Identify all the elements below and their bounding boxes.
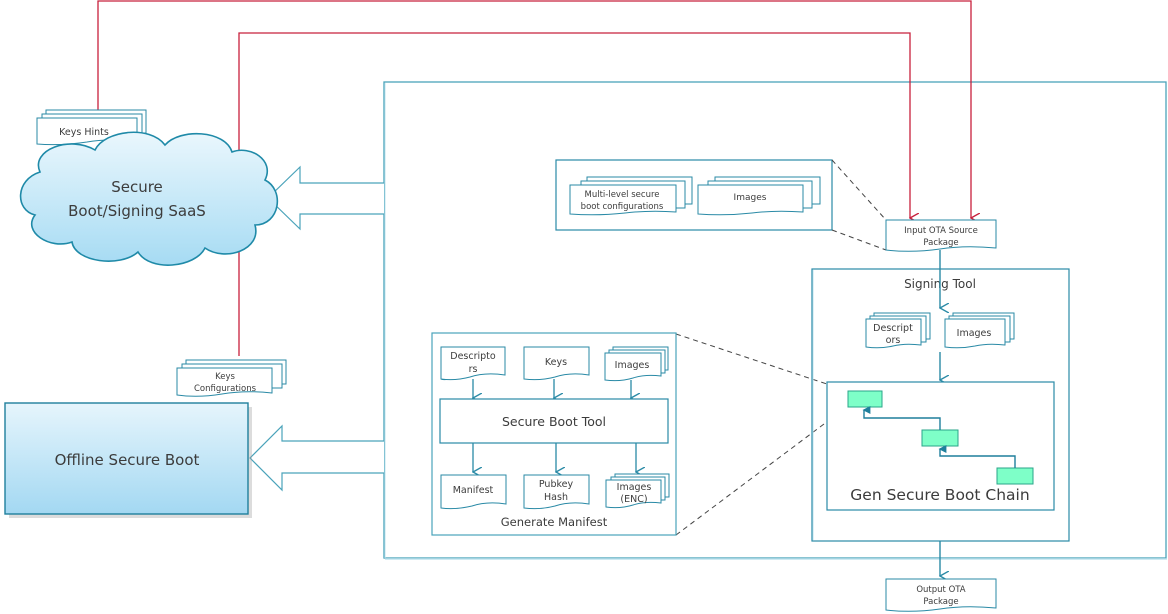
signing-images-doc: Images: [944, 312, 1015, 349]
gm-descriptors-line2: rs: [469, 364, 478, 375]
gm-images-enc-line2: (ENC): [620, 494, 647, 505]
dashed-link-1: [831, 159, 887, 221]
gm-images-enc-doc: Images (ENC): [605, 473, 670, 509]
gm-keys-doc: Keys: [523, 346, 590, 381]
signing-descriptors-line1: Descript: [873, 323, 913, 334]
gm-descriptors-line1: Descripto: [450, 351, 496, 362]
gm-pubkey-line1: Pubkey: [539, 479, 574, 490]
dashed-link-2: [831, 229, 887, 251]
signing-descriptors-line2: ors: [886, 335, 901, 346]
gm-keys-label: Keys: [545, 357, 567, 368]
keys-config-line1: Keys: [215, 372, 235, 382]
gm-manifest-doc: Manifest: [440, 474, 507, 510]
saas-label-line2: Boot/Signing SaaS: [68, 202, 206, 220]
gen-chain-title: Gen Secure Boot Chain: [850, 486, 1029, 504]
chain-link-2-to-1: [862, 406, 941, 430]
multi-level-line1: Multi-level secure: [584, 190, 659, 200]
chain-block-3: [996, 467, 1034, 485]
signing-images-label: Images: [957, 328, 992, 339]
keys-config-line2: Configurations: [194, 384, 257, 394]
input-package-line1: Input OTA Source: [904, 226, 978, 236]
multi-level-line2: boot configurations: [581, 202, 664, 212]
gm-pubkey-line2: Hash: [544, 492, 568, 503]
source-group-box: Multi-level secure boot configurations I…: [555, 159, 833, 231]
dashed-link-3: [675, 333, 849, 392]
arrow-to-offline: [249, 424, 384, 492]
gm-images-doc: Images: [604, 346, 669, 382]
keys-hints-label: Keys Hints: [59, 127, 109, 138]
secure-boot-tool-box: [439, 398, 669, 444]
output-package-line2: Package: [923, 597, 958, 607]
gm-manifest-label: Manifest: [453, 485, 494, 496]
input-ota-package-doc: Input OTA Source Package: [885, 219, 997, 252]
chain-block-2: [921, 429, 959, 447]
gm-pubkey-doc: Pubkey Hash: [523, 474, 590, 510]
offline-secure-boot-box: Offline Secure Boot: [4, 402, 252, 518]
gm-descriptors-doc: Descripto rs: [440, 346, 506, 381]
gm-images-label: Images: [615, 360, 650, 371]
source-images-label: Images: [734, 193, 767, 203]
generate-manifest-title: Generate Manifest: [501, 515, 608, 529]
source-images-doc: Images: [697, 176, 821, 216]
saas-label-line1: Secure: [111, 178, 163, 196]
gm-images-enc-line1: Images: [617, 482, 652, 493]
input-package-line2: Package: [923, 238, 958, 248]
output-ota-package-doc: Output OTA Package: [885, 578, 997, 612]
arrow-to-saas: [267, 165, 384, 231]
signing-descriptors-doc: Descript ors: [865, 312, 931, 349]
offline-label: Offline Secure Boot: [55, 451, 200, 469]
chain-link-3-to-2: [938, 445, 1016, 468]
saas-cloud: Secure Boot/Signing SaaS: [19, 131, 279, 266]
chain-block-1: [847, 390, 883, 408]
red-connector-keys-hints: [97, 0, 971, 218]
output-package-line1: Output OTA: [916, 585, 965, 595]
secure-boot-tool-label: Secure Boot Tool: [502, 414, 606, 429]
keys-config-doc: Keys Configurations: [176, 359, 287, 397]
multi-level-config-doc: Multi-level secure boot configurations: [569, 176, 693, 216]
keys-hints-doc: Keys Hints: [36, 109, 147, 146]
